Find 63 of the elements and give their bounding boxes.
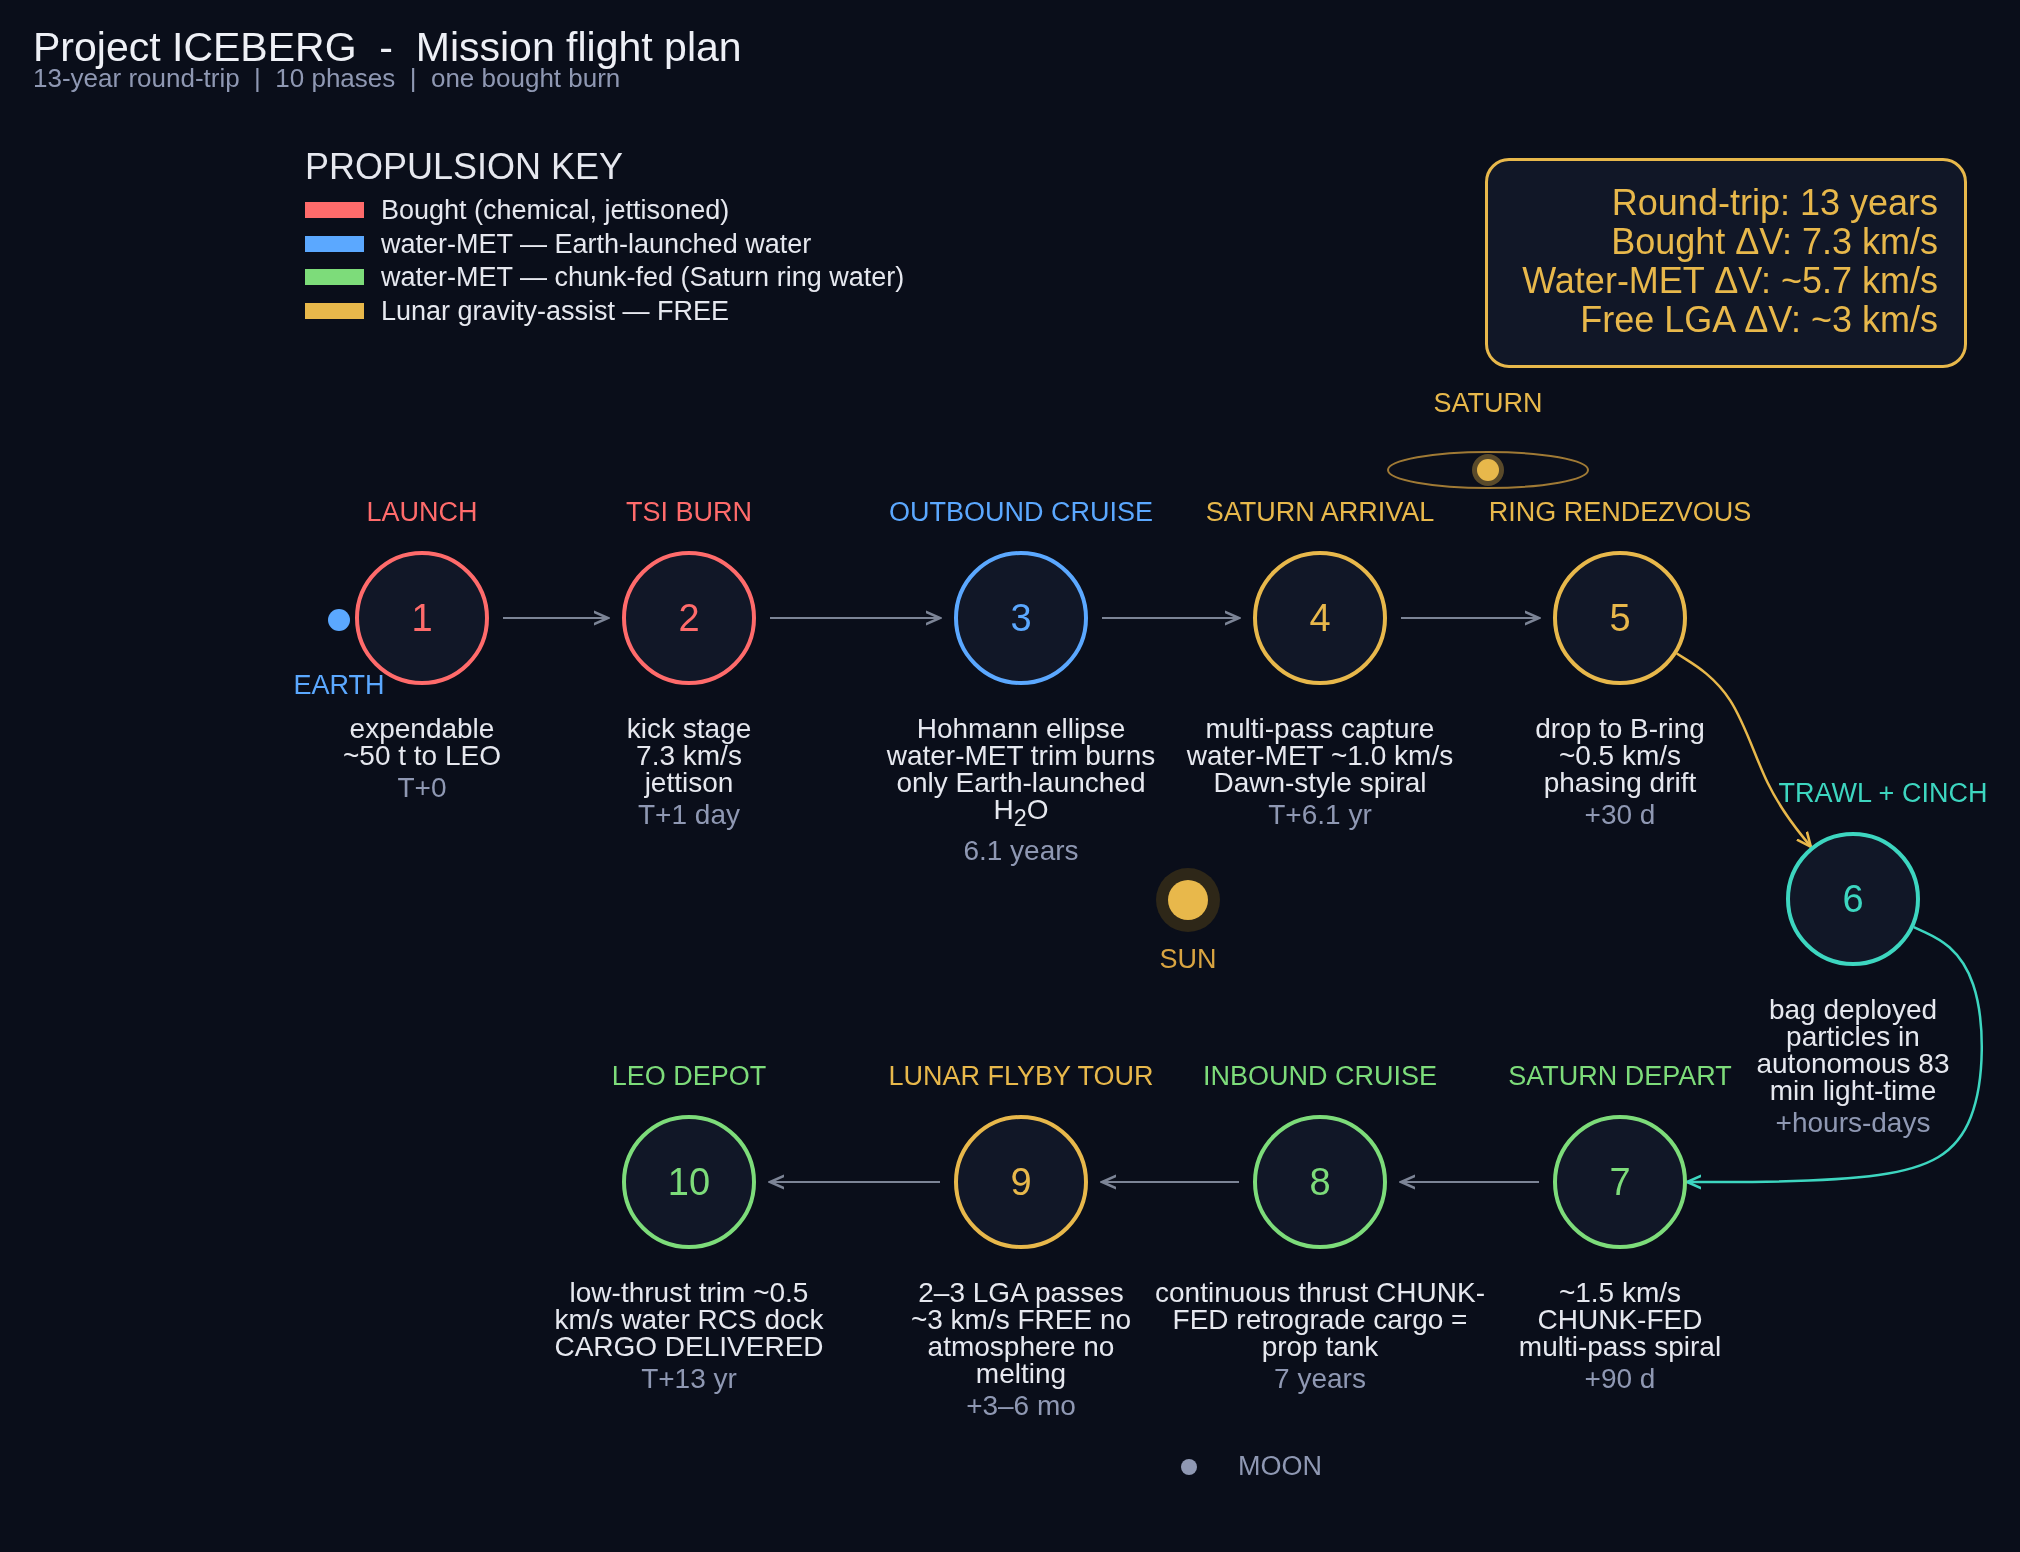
phase-duration: 6.1 years [963, 835, 1079, 866]
arrow [1101, 610, 1241, 626]
phase-description: bag deployed particles in autonomous 83 min light-time [1755, 996, 1951, 1104]
arrow [769, 610, 942, 626]
planet-label: SATURN [1433, 388, 1543, 418]
phase-description: ~1.5 km/s CHUNK-FED multi-pass spiral [1517, 1279, 1723, 1360]
phase-heading: INBOUND CRUISE [1203, 1061, 1437, 1091]
summary-panel [1485, 158, 1967, 368]
summary-line: Water-MET ΔV: ~5.7 km/s [1521, 261, 1938, 300]
phase-number: 2 [678, 599, 700, 637]
phase-description: drop to B-ring ~0.5 km/s phasing drift [1534, 715, 1706, 796]
summary-line: Round-trip: 13 years [1610, 183, 1938, 222]
phase-duration: T+0 [397, 773, 447, 803]
phase-description: expendable ~50 t to LEO [342, 715, 502, 769]
phase-description: low-thrust trim ~0.5 km/s water RCS dock CARGO DELIVERED [553, 1279, 825, 1360]
phase-heading: SATURN ARRIVAL [1205, 497, 1435, 527]
phase-description: Hohmann ellipse water-MET trim burns only Earth-launched H$_{2}$O [885, 715, 1157, 832]
phase-number: 1 [411, 599, 433, 637]
phase-number: 4 [1309, 599, 1331, 637]
phase-number: 8 [1309, 1163, 1331, 1201]
phase-duration: +hours-days [1775, 1108, 1931, 1138]
phase-heading: LEO DEPOT [611, 1061, 767, 1091]
legend-text: water-MET — chunk-fed (Saturn ring water) [381, 262, 905, 292]
phase-number: 10 [667, 1163, 711, 1201]
phase-duration: T+6.1 yr [1268, 800, 1372, 830]
phase-heading: LUNAR FLYBY TOUR [888, 1061, 1154, 1091]
phase-number: 7 [1609, 1163, 1631, 1201]
legend-text: water-MET — Earth-launched water [381, 228, 812, 259]
phase-number: 3 [1010, 599, 1032, 637]
arrow [1100, 1174, 1240, 1190]
star-label: SUN [1159, 944, 1217, 974]
phase-description: 2–3 LGA passes ~3 km/s FREE no atmosphere no melting [909, 1279, 1133, 1387]
summary-line: Free LGA ΔV: ~3 km/s [1579, 300, 1938, 339]
arrow [1399, 1174, 1540, 1190]
phase-description: multi-pass capture water-MET ~1.0 km/s Dawn-style spiral [1185, 715, 1455, 796]
phase-duration: +3–6 mo [966, 1391, 1076, 1421]
legend-text: Lunar gravity-assist — FREE [381, 295, 730, 326]
phase-number: 6 [1842, 880, 1864, 918]
phase-heading: RING RENDEZVOUS [1488, 497, 1752, 527]
phase-duration: 7 years [1274, 1364, 1366, 1394]
arrow [1685, 925, 1983, 1190]
arrow [1676, 652, 1813, 849]
phase-heading: TSI BURN [626, 497, 752, 527]
legend-text: Bought (chemical, jettisoned) [381, 195, 730, 225]
phase-heading: LAUNCH [366, 497, 478, 527]
phase-heading: SATURN DEPART [1508, 1061, 1732, 1091]
planet-label: EARTH [293, 670, 385, 700]
phase-duration: +30 d [1584, 800, 1656, 830]
arrow [502, 610, 610, 626]
phase-heading: TRAWL + CINCH [1778, 778, 1988, 808]
phase-description: continuous thrust CHUNK-FED retrograde cargo = prop tank [1154, 1279, 1486, 1360]
phase-description: kick stage 7.3 km/s jettison [625, 715, 753, 796]
phase-heading: OUTBOUND CRUISE [889, 497, 1153, 527]
phase-number: 9 [1010, 1163, 1032, 1201]
legend-title: PROPULSION KEY [305, 152, 624, 182]
phase-duration: T+1 day [638, 800, 740, 830]
summary-line: Bought ΔV: 7.3 km/s [1610, 222, 1938, 261]
moon-label: MOON [1238, 1451, 1322, 1481]
arrow [1400, 610, 1541, 626]
arrow [768, 1174, 941, 1190]
phase-number: 5 [1609, 599, 1631, 637]
phase-duration: +90 d [1584, 1364, 1656, 1394]
phase-duration: T+13 yr [641, 1364, 737, 1394]
